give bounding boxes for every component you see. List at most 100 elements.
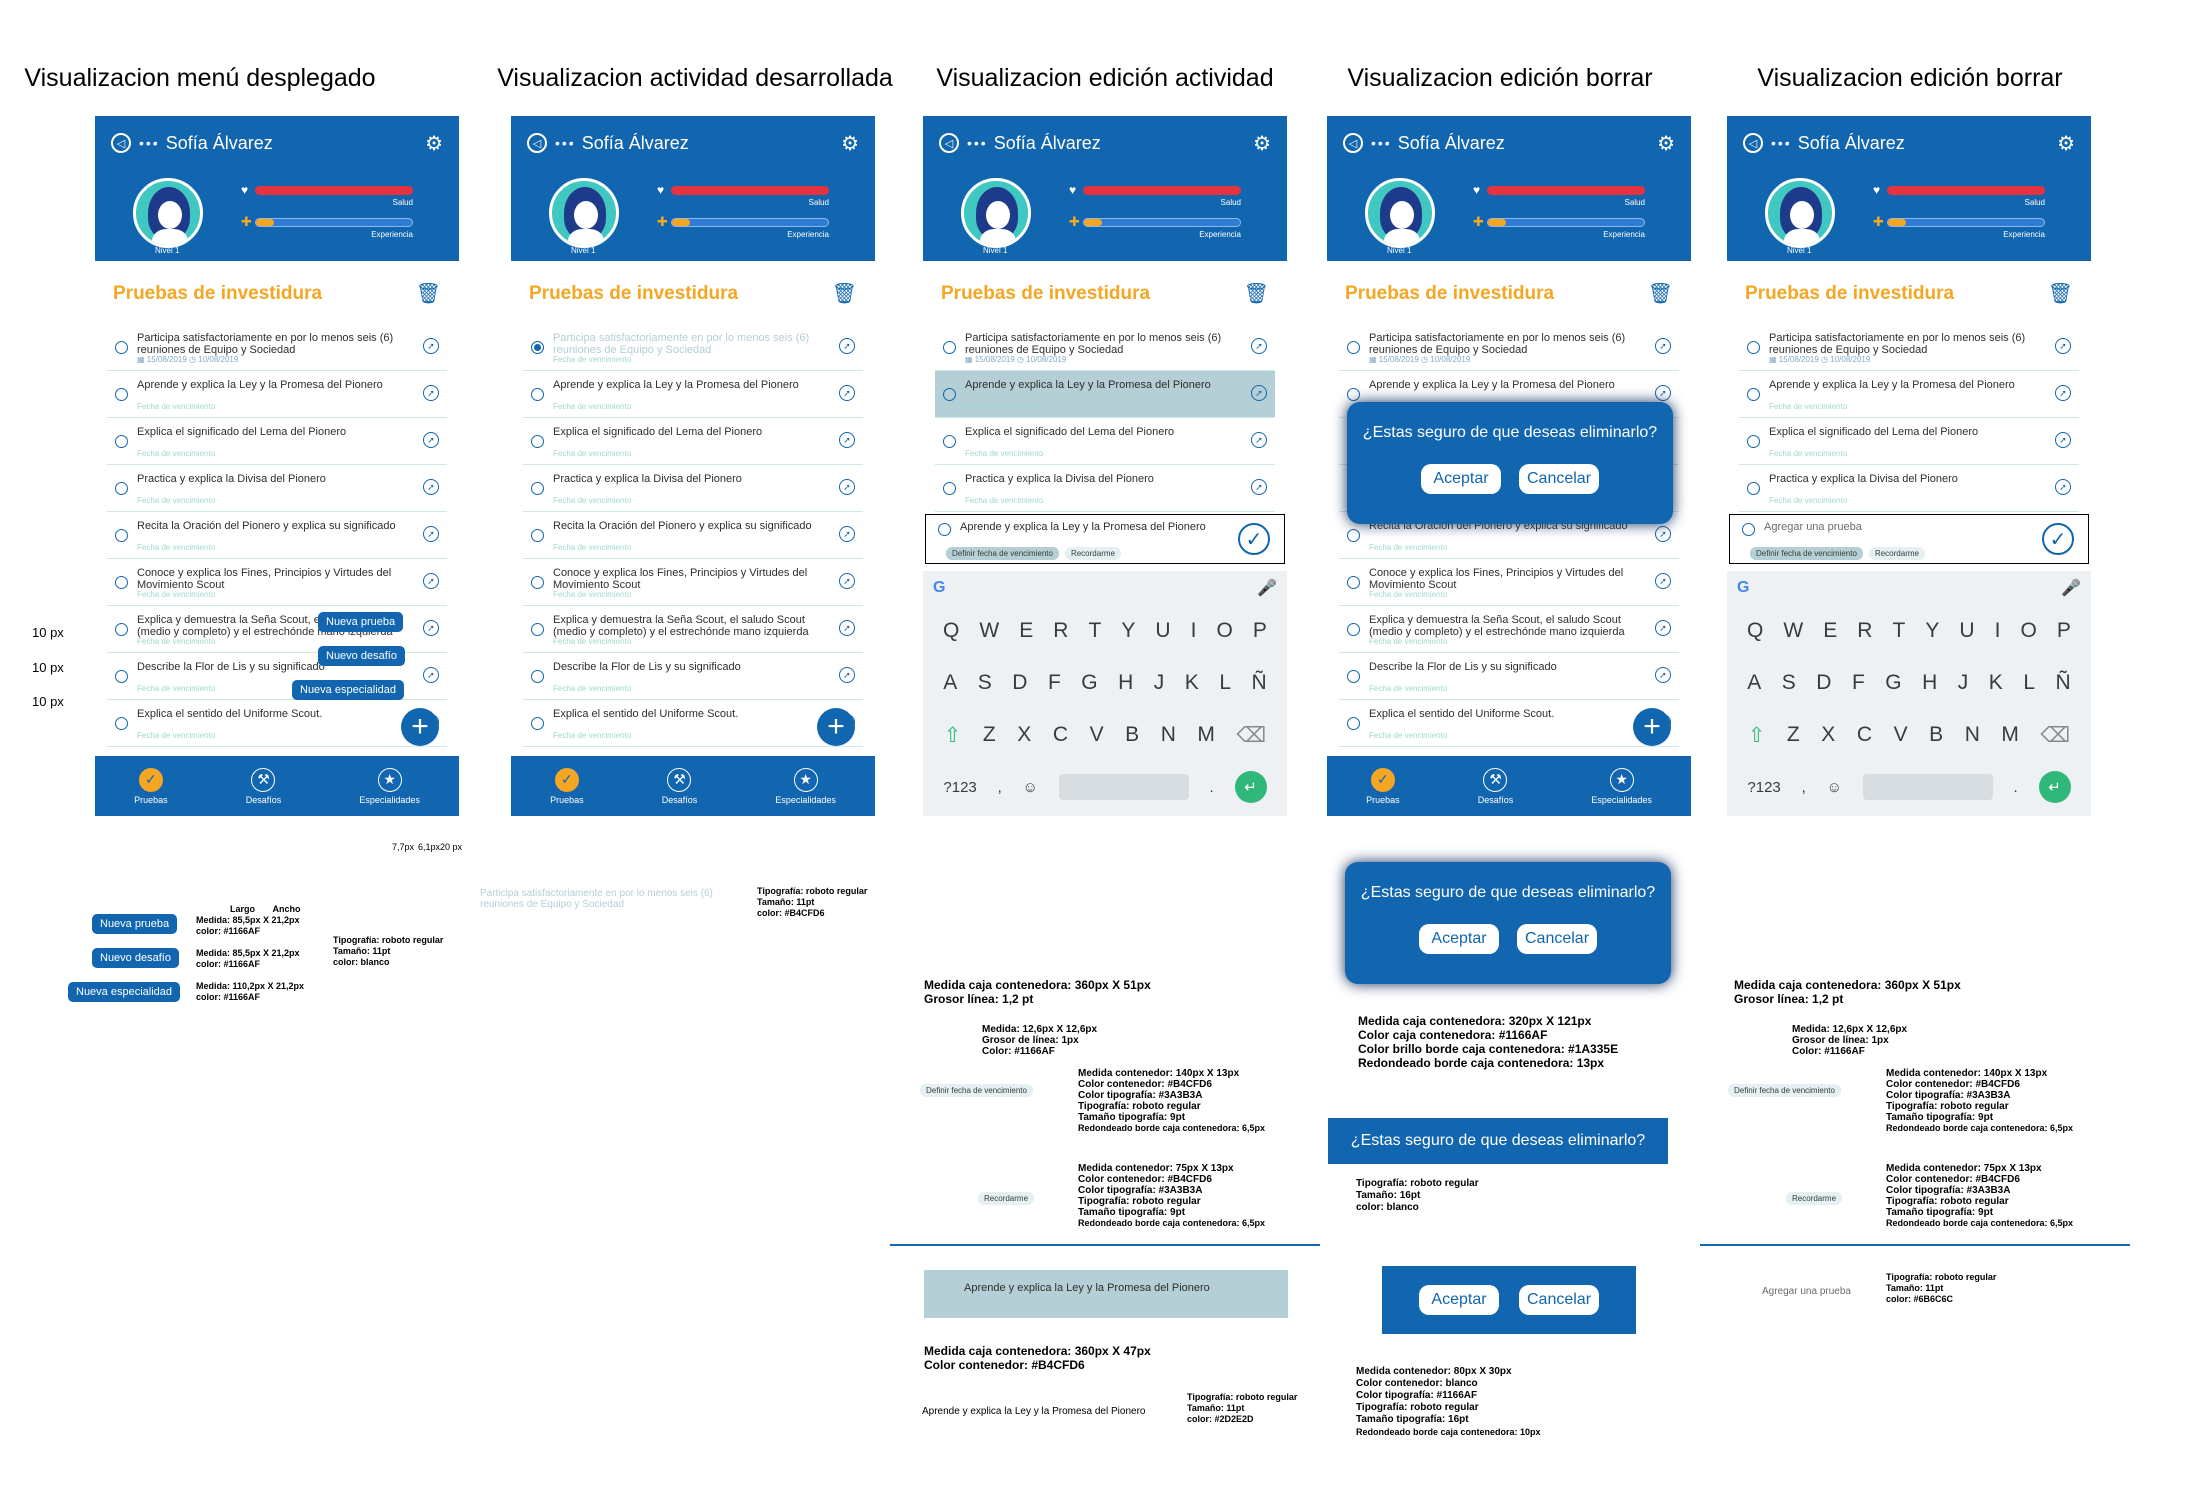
space-key[interactable] bbox=[1862, 774, 1993, 800]
task-item[interactable]: Practica y explica la Divisa del Pionero… bbox=[523, 465, 863, 512]
more-icon[interactable]: ••• bbox=[1371, 135, 1392, 151]
key-f[interactable]: F bbox=[1851, 671, 1865, 694]
task-checkbox[interactable] bbox=[531, 388, 544, 401]
key-x[interactable]: X bbox=[1017, 723, 1032, 746]
task-item[interactable]: Conoce y explica los Fines, Principios y… bbox=[1339, 559, 1679, 606]
task-item[interactable]: Recita la Oración del Pionero y explica … bbox=[107, 512, 447, 559]
more-icon[interactable]: ••• bbox=[555, 135, 576, 151]
key-s[interactable]: S bbox=[1781, 671, 1796, 694]
enter-icon[interactable]: ↵ bbox=[1234, 771, 1267, 803]
task-item[interactable]: Conoce y explica los Fines, Principios y… bbox=[523, 559, 863, 606]
task-action-icon[interactable]: ➚ bbox=[839, 526, 855, 542]
task-item[interactable]: Explica y demuestra la Seña Scout, el sa… bbox=[1339, 606, 1679, 653]
key-g[interactable]: G bbox=[1081, 671, 1098, 694]
task-checkbox[interactable] bbox=[531, 482, 544, 495]
key-v[interactable]: V bbox=[1089, 723, 1104, 746]
task-checkbox[interactable] bbox=[531, 341, 544, 354]
back-icon[interactable]: ◁ bbox=[527, 133, 547, 153]
google-icon[interactable]: G bbox=[933, 579, 946, 596]
trash-icon[interactable]: 🗑 bbox=[1647, 283, 1673, 305]
task-checkbox[interactable] bbox=[531, 717, 544, 730]
task-item[interactable]: Aprende y explica la Ley y la Promesa de… bbox=[523, 371, 863, 418]
task-action-icon[interactable]: ➚ bbox=[1251, 385, 1267, 401]
task-action-icon[interactable]: ➚ bbox=[1251, 432, 1267, 448]
menu-chip-new-specialty[interactable]: Nueva especialidad bbox=[292, 680, 405, 700]
key-e[interactable]: E bbox=[1823, 619, 1838, 642]
accept-button[interactable]: Aceptar bbox=[1419, 924, 1499, 954]
more-icon[interactable]: ••• bbox=[967, 135, 988, 151]
task-checkbox[interactable] bbox=[531, 529, 544, 542]
task-item[interactable]: Practica y explica la Divisa del Pionero… bbox=[1739, 465, 2079, 512]
shift-icon[interactable]: ⇧ bbox=[1747, 723, 1766, 747]
key-r[interactable]: R bbox=[1857, 619, 1873, 642]
nav-item-pruebas[interactable]: ✓Pruebas bbox=[1366, 767, 1400, 805]
gear-icon[interactable]: ⚙ bbox=[841, 132, 859, 155]
task-action-icon[interactable]: ➚ bbox=[423, 526, 439, 542]
key-f[interactable]: F bbox=[1047, 671, 1061, 694]
task-action-icon[interactable]: ➚ bbox=[839, 667, 855, 683]
task-checkbox[interactable] bbox=[115, 341, 128, 354]
key-t[interactable]: T bbox=[1892, 619, 1906, 642]
task-checkbox[interactable] bbox=[115, 482, 128, 495]
task-checkbox[interactable] bbox=[1347, 576, 1360, 589]
key-y[interactable]: Y bbox=[1925, 619, 1940, 642]
key-h[interactable]: H bbox=[1118, 671, 1134, 694]
nav-item-desafios[interactable]: ⚒Desafíos bbox=[246, 767, 281, 805]
task-item[interactable]: Explica el sentido del Uniforme Scout.Fe… bbox=[523, 700, 863, 747]
mic-icon[interactable]: 🎤 bbox=[2061, 580, 2081, 597]
key-n[interactable]: N bbox=[1160, 723, 1176, 746]
task-checkbox[interactable] bbox=[1747, 482, 1760, 495]
task-checkbox[interactable] bbox=[115, 717, 128, 730]
task-action-icon[interactable]: ➚ bbox=[839, 385, 855, 401]
task-checkbox[interactable] bbox=[115, 529, 128, 542]
task-checkbox[interactable] bbox=[531, 435, 544, 448]
task-item[interactable]: Explica el significado del Lema del Pion… bbox=[1739, 418, 2079, 465]
task-item[interactable]: Participa satisfactoriamente en por lo m… bbox=[935, 324, 1275, 371]
emoji-icon[interactable]: ☺ bbox=[1022, 778, 1038, 796]
key-r[interactable]: R bbox=[1053, 619, 1069, 642]
trash-icon[interactable]: 🗑 bbox=[2047, 283, 2073, 305]
more-icon[interactable]: ••• bbox=[139, 135, 160, 151]
task-item[interactable]: Participa satisfactoriamente en por lo m… bbox=[1339, 324, 1679, 371]
task-checkbox[interactable] bbox=[115, 576, 128, 589]
task-action-icon[interactable]: ➚ bbox=[2055, 338, 2071, 354]
nav-item-especialidades[interactable]: ★Especialidades bbox=[1591, 767, 1652, 805]
new-task-checkbox[interactable] bbox=[1742, 523, 1755, 536]
task-action-icon[interactable]: ➚ bbox=[423, 573, 439, 589]
task-action-icon[interactable]: ➚ bbox=[839, 432, 855, 448]
remind-pill[interactable]: Recordarme bbox=[1868, 547, 1925, 560]
task-action-icon[interactable]: ➚ bbox=[1655, 338, 1671, 354]
task-item[interactable]: Practica y explica la Divisa del Pionero… bbox=[935, 465, 1275, 512]
key-z[interactable]: Z bbox=[982, 723, 996, 746]
task-checkbox[interactable] bbox=[943, 388, 956, 401]
confirm-icon[interactable]: ✓ bbox=[2042, 523, 2074, 555]
more-icon[interactable]: ••• bbox=[1771, 135, 1792, 151]
key-n[interactable]: N bbox=[1964, 723, 1980, 746]
task-action-icon[interactable]: ➚ bbox=[423, 385, 439, 401]
key-o[interactable]: O bbox=[2020, 619, 2037, 642]
task-action-icon[interactable]: ➚ bbox=[839, 479, 855, 495]
key-j[interactable]: J bbox=[1957, 671, 1969, 694]
key-h[interactable]: H bbox=[1922, 671, 1938, 694]
task-action-icon[interactable]: ➚ bbox=[839, 338, 855, 354]
cancel-button[interactable]: Cancelar bbox=[1519, 464, 1599, 494]
key-j[interactable]: J bbox=[1153, 671, 1165, 694]
task-checkbox[interactable] bbox=[115, 623, 128, 636]
key-o[interactable]: O bbox=[1216, 619, 1233, 642]
cancel-button[interactable]: Cancelar bbox=[1517, 924, 1597, 954]
nav-item-pruebas[interactable]: ✓Pruebas bbox=[550, 767, 584, 805]
task-action-icon[interactable]: ➚ bbox=[423, 338, 439, 354]
new-task-checkbox[interactable] bbox=[938, 523, 951, 536]
key-u[interactable]: U bbox=[1155, 619, 1171, 642]
key-x[interactable]: X bbox=[1821, 723, 1836, 746]
task-item[interactable]: Participa satisfactoriamente en por lo m… bbox=[107, 324, 447, 371]
key-ñ[interactable]: Ñ bbox=[2055, 671, 2071, 694]
task-action-icon[interactable]: ➚ bbox=[839, 620, 855, 636]
nav-item-especialidades[interactable]: ★Especialidades bbox=[775, 767, 836, 805]
key-b[interactable]: B bbox=[1125, 723, 1140, 746]
key-p[interactable]: P bbox=[2056, 619, 2071, 642]
key-a[interactable]: A bbox=[943, 671, 958, 694]
task-item[interactable]: Aprende y explica la Ley y la Promesa de… bbox=[935, 371, 1275, 418]
nav-item-especialidades[interactable]: ★Especialidades bbox=[359, 767, 420, 805]
